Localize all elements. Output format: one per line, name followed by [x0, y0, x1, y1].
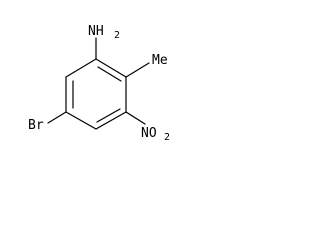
- structure-canvas: NH 2 Me NO 2 Br: [0, 0, 217, 165]
- amine-label: NH: [88, 24, 104, 39]
- ring-bond-c4-c5: [65, 111, 97, 130]
- methyl-label: Me: [152, 53, 168, 68]
- ring-double-bond-c3-c4-inner: [96, 108, 121, 123]
- ring-bond-c1-c2: [95, 58, 127, 78]
- nitro-subscript: 2: [164, 132, 170, 143]
- ring-double-bond-c1-c2-inner: [97, 66, 122, 82]
- bond-to-bromo: [47, 111, 67, 124]
- ring-bond-c6-c1: [65, 58, 97, 78]
- amine-subscript: 2: [114, 30, 120, 41]
- ring-bond-c3-c4: [95, 111, 127, 130]
- bond-to-methyl: [125, 62, 150, 78]
- bond-to-nitro: [125, 111, 146, 125]
- bromo-label: Br: [28, 118, 44, 133]
- chemical-structure-diagram: NH 2 Me NO 2 Br: [28, 24, 170, 143]
- nitro-label: NO: [141, 126, 157, 141]
